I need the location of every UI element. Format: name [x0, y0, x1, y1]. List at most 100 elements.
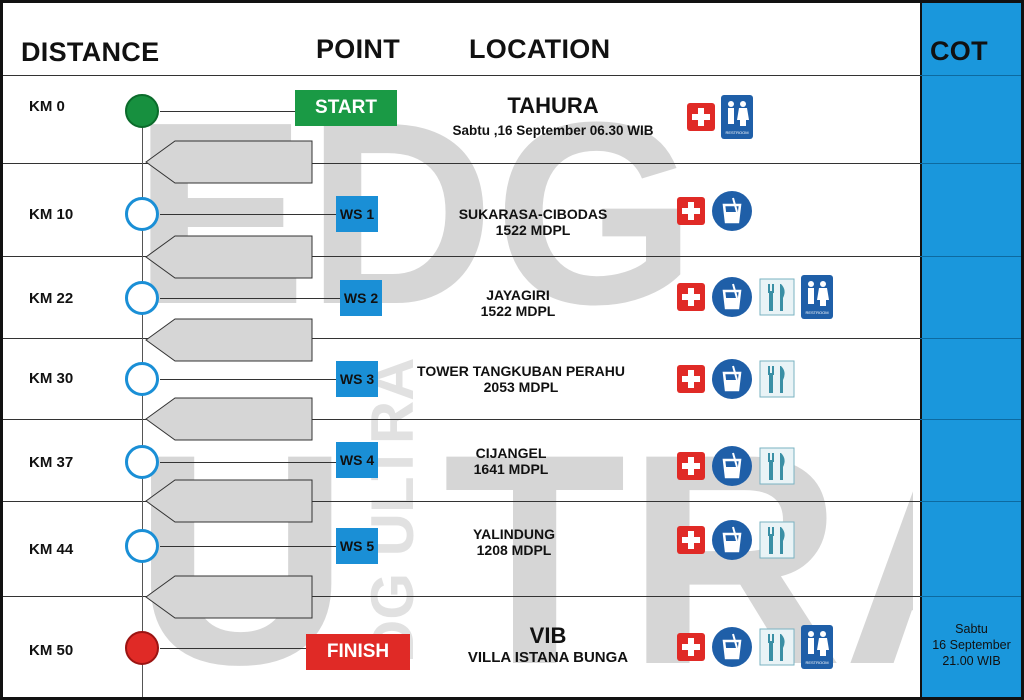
route-arrow — [145, 140, 313, 184]
facility-icons: RESTROOM — [687, 95, 753, 139]
distance-label: KM 50 — [29, 642, 74, 659]
water-station-node — [125, 445, 159, 479]
location-name: CIJANGEL — [475, 445, 547, 461]
food-icon — [759, 521, 795, 559]
header-distance: DISTANCE — [21, 37, 160, 67]
start-node — [125, 94, 159, 128]
facility-icons: RESTROOM — [677, 625, 833, 669]
location-name: JAYAGIRI — [486, 287, 550, 303]
finish-node — [125, 631, 159, 665]
water-station-badge: WS 2 — [340, 280, 382, 316]
finish-badge: FINISH — [306, 634, 410, 670]
distance-label: KM 44 — [29, 541, 74, 558]
water-icon — [712, 520, 752, 560]
header-location: LOCATION — [469, 34, 611, 64]
food-icon — [759, 628, 795, 666]
water-station-node — [125, 362, 159, 396]
connector-line — [160, 298, 340, 299]
row-divider — [3, 596, 920, 597]
food-icon — [759, 447, 795, 485]
location-name: YALINDUNG — [473, 526, 555, 542]
location-label: JAYAGIRI 1522 MDPL — [423, 287, 613, 319]
row-divider — [920, 163, 1021, 164]
location-name: VIB — [529, 623, 567, 648]
water-icon — [712, 627, 752, 667]
water-icon — [712, 359, 752, 399]
row-divider — [3, 256, 920, 257]
row-divider — [920, 256, 1021, 257]
elevation: 1522 MDPL — [495, 222, 571, 238]
water-station-badge: WS 3 — [336, 361, 378, 397]
restroom-icon: RESTROOM — [801, 275, 833, 319]
cut-off-time: Sabtu 16 September 21.00 WIB — [922, 621, 1021, 669]
water-icon — [712, 277, 752, 317]
header-point: POINT — [316, 34, 401, 64]
distance-label: KM 37 — [29, 454, 74, 471]
connector-line — [160, 214, 336, 215]
water-station-badge: WS 5 — [336, 528, 378, 564]
facility-icons — [677, 519, 795, 561]
row-divider — [3, 163, 920, 164]
connector-line — [160, 111, 298, 112]
facility-icons — [677, 190, 753, 232]
restroom-icon: RESTROOM — [721, 95, 753, 139]
water-icon — [712, 191, 752, 231]
first-aid-icon — [677, 197, 705, 225]
elevation: 2053 MDPL — [483, 379, 559, 395]
water-station-node — [125, 281, 159, 315]
route-arrow — [145, 235, 313, 279]
restroom-caption: RESTROOM — [805, 660, 828, 665]
row-divider — [920, 501, 1021, 502]
distance-label: KM 22 — [29, 290, 74, 307]
restroom-icon: RESTROOM — [801, 625, 833, 669]
row-divider — [3, 419, 920, 420]
water-station-badge: WS 1 — [336, 196, 378, 232]
water-station-node — [125, 197, 159, 231]
cot-day: Sabtu — [955, 622, 988, 636]
row-divider — [3, 75, 920, 76]
location-label: TOWER TANGKUBAN PERAHU 2053 MDPL — [401, 363, 641, 395]
cot-time: 21.00 WIB — [942, 654, 1001, 668]
route-arrow — [145, 318, 313, 362]
distance-label: KM 0 — [29, 98, 65, 115]
first-aid-icon — [677, 526, 705, 554]
row-divider — [920, 75, 1021, 76]
location-name: TAHURA — [507, 93, 599, 118]
row-divider — [920, 596, 1021, 597]
route-arrow — [145, 575, 313, 619]
water-station-node — [125, 529, 159, 563]
water-station-badge: WS 4 — [336, 442, 378, 478]
location-label: CIJANGEL 1641 MDPL — [421, 445, 601, 477]
location-name: TOWER TANGKUBAN PERAHU — [417, 363, 625, 379]
facility-icons: RESTROOM — [677, 275, 833, 319]
location-name: SUKARASA-CIBODAS — [458, 206, 608, 222]
connector-line — [160, 462, 336, 463]
location-full-name: VILLA ISTANA BUNGA — [467, 649, 629, 666]
food-icon — [759, 360, 795, 398]
cot-column — [920, 3, 1021, 697]
first-aid-icon — [677, 365, 705, 393]
header-cot: COT — [930, 36, 988, 66]
route-line — [142, 113, 143, 697]
elevation: 1522 MDPL — [480, 303, 556, 319]
row-divider — [920, 338, 1021, 339]
elevation: 1641 MDPL — [473, 461, 549, 477]
location-label: SUKARASA-CIBODAS 1522 MDPL — [423, 206, 643, 238]
restroom-caption: RESTROOM — [725, 130, 748, 135]
route-arrow — [145, 397, 313, 441]
food-icon — [759, 278, 795, 316]
facility-icons — [677, 445, 795, 487]
connector-line — [160, 648, 310, 649]
facility-icons — [677, 358, 795, 400]
first-aid-icon — [677, 283, 705, 311]
distance-label: KM 30 — [29, 370, 74, 387]
start-badge: START — [295, 90, 397, 126]
cot-date: 16 September — [932, 638, 1011, 652]
connector-line — [160, 379, 336, 380]
restroom-caption: RESTROOM — [805, 310, 828, 315]
first-aid-icon — [677, 633, 705, 661]
location-label: TAHURA Sabtu ,16 September 06.30 WIB — [413, 93, 693, 138]
row-divider — [920, 419, 1021, 420]
svg-text:DG ULTRA: DG ULTRA — [359, 357, 426, 663]
